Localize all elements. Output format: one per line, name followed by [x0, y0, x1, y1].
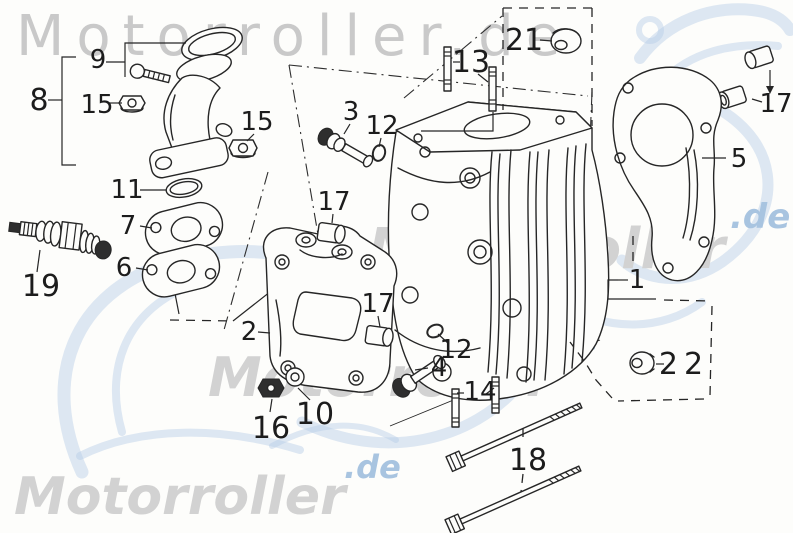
part-label-18: 18	[509, 443, 547, 478]
stud-14b-drawing	[491, 376, 500, 414]
part-label-17a: 17	[317, 187, 350, 217]
valve-seal-12a-drawing	[371, 144, 387, 162]
part-label-14: 14	[463, 377, 496, 407]
dashed-box-21	[502, 7, 593, 126]
part-label-9: 9	[90, 45, 107, 75]
part-label-17c: 17	[759, 89, 792, 119]
screw-9-drawing	[129, 63, 171, 84]
part-label-12a: 12	[365, 111, 398, 141]
stud-13a-drawing	[443, 46, 452, 92]
part-label-13: 13	[452, 45, 490, 80]
watermark-middle-de: .de	[730, 197, 790, 237]
part-label-22: 22	[659, 347, 709, 382]
nut-15b-drawing	[228, 139, 258, 159]
bushing-17c-upper-drawing	[744, 45, 774, 70]
gasket-5-drawing	[612, 66, 722, 282]
part-label-16: 16	[252, 411, 290, 446]
washer-10-drawing	[285, 367, 305, 387]
part-label-3: 3	[343, 97, 360, 127]
grommet-21-drawing	[550, 28, 582, 54]
stud-14a-drawing	[451, 388, 460, 428]
valve-seal-12b-drawing	[426, 323, 444, 339]
part-label-10: 10	[296, 397, 334, 432]
part-label-1: 1	[629, 265, 646, 295]
part-label-11: 11	[110, 175, 143, 205]
bushing-17a-drawing	[316, 221, 346, 244]
valve-3-drawing	[317, 127, 374, 168]
part-label-21: 21	[505, 23, 543, 58]
bolt-18b-drawing	[444, 465, 582, 533]
part-label-7: 7	[120, 211, 137, 241]
stud-13b-drawing	[488, 66, 497, 112]
rocker-cover-drawing	[262, 225, 398, 393]
intake-manifold-drawing	[149, 26, 243, 179]
oring-11-drawing	[165, 177, 203, 199]
part-label-5: 5	[731, 144, 748, 174]
cylinder-head-drawing	[387, 101, 610, 401]
watermark-top-text: Motorroller.de	[16, 4, 572, 69]
leader-lines	[36, 39, 774, 493]
gasket-7-drawing	[144, 201, 224, 256]
watermark-bottom-de: .de	[344, 448, 401, 486]
part-label-6: 6	[116, 253, 133, 283]
part-label-17b: 17	[361, 289, 394, 319]
spark-plug-drawing	[8, 220, 112, 260]
logo-swoosh-bottom-left	[76, 422, 399, 460]
nut-16-drawing	[257, 378, 285, 398]
watermark-bottom-text: Motorroller	[14, 467, 349, 527]
part-label-15b: 15	[240, 107, 273, 137]
part-label-15a: 15	[80, 90, 113, 120]
nut-15a-drawing	[118, 95, 146, 113]
nut-22-drawing	[629, 351, 655, 375]
part-label-2: 2	[241, 317, 258, 347]
gasket-6-drawing	[141, 243, 221, 298]
part-label-8: 8	[29, 83, 48, 118]
part-label-4: 4	[431, 353, 448, 383]
part-label-12b: 12	[439, 335, 472, 365]
part-label-19: 19	[22, 269, 60, 304]
bushing-17b-drawing	[364, 324, 394, 347]
logo-swoosh-right	[616, 94, 774, 284]
